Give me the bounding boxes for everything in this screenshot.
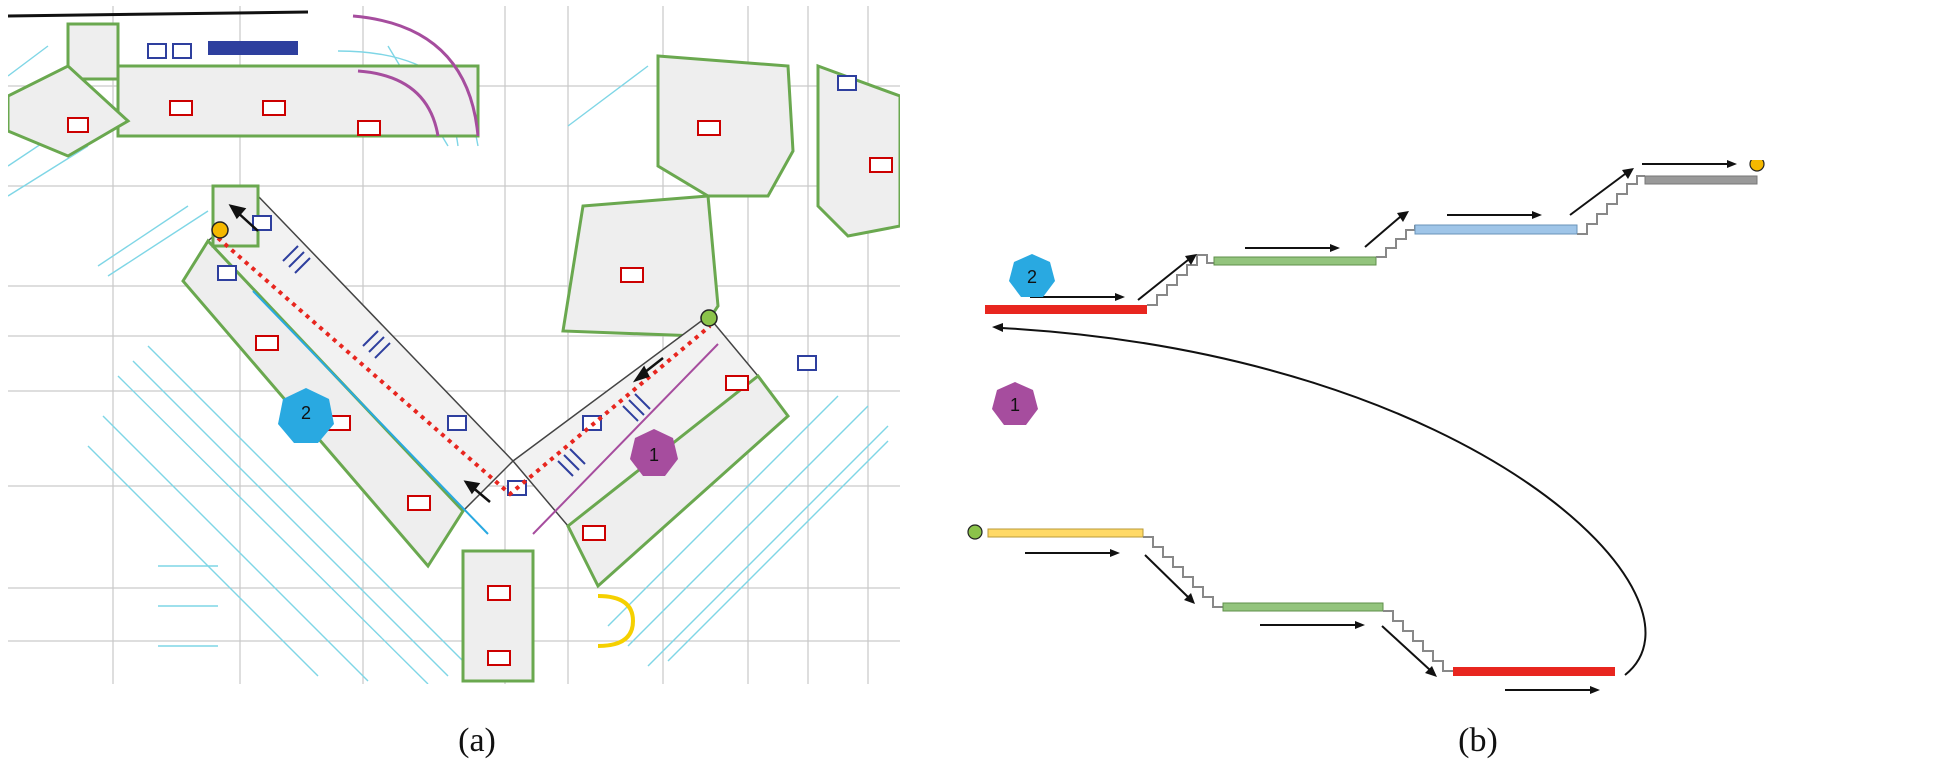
room-tags-blue xyxy=(147,43,857,496)
arrowhead xyxy=(1115,293,1125,301)
end-point-dot xyxy=(211,221,229,239)
stair-down-1 xyxy=(1143,536,1223,608)
route1-floor-red xyxy=(1453,667,1615,676)
arrowhead xyxy=(1185,254,1197,265)
arrowhead xyxy=(1425,666,1437,677)
arrowhead xyxy=(1727,160,1737,168)
stairs-hatching xyxy=(282,245,651,477)
marker-2-hexagon: 2 xyxy=(278,388,334,443)
route-arrows xyxy=(228,204,664,503)
marker-1-label: 1 xyxy=(649,445,659,465)
marker-1-heptagon: 1 xyxy=(992,382,1038,425)
arrow xyxy=(1144,554,1189,598)
marker-1-heptagon: 1 xyxy=(630,429,678,476)
route2-floor-green xyxy=(1213,256,1377,266)
arrow xyxy=(1364,216,1401,248)
arrowhead xyxy=(1110,549,1120,557)
arrowhead xyxy=(1590,686,1600,694)
stair-up-3 xyxy=(1577,175,1645,235)
caption-a: (a) xyxy=(458,722,496,759)
arrowhead xyxy=(1330,244,1340,252)
marker-1-label: 1 xyxy=(1010,395,1020,415)
route2-floor-red xyxy=(985,305,1147,314)
arrow xyxy=(1137,259,1189,301)
route2-floor-blue xyxy=(1414,224,1578,235)
end-point-dot xyxy=(1749,160,1765,172)
right-rooms xyxy=(561,54,900,338)
marker-2-label: 2 xyxy=(1027,267,1037,287)
marker-2-heptagon: 2 xyxy=(1009,254,1055,297)
arrowhead xyxy=(1184,593,1195,604)
route1-floor-green xyxy=(1222,602,1384,612)
route2-floor-gray xyxy=(1644,175,1758,185)
arrowhead xyxy=(1355,621,1365,629)
start-point-dot xyxy=(967,524,983,540)
floor-plan-panel: 1 2 xyxy=(8,6,900,684)
arrow xyxy=(1381,625,1431,671)
arrowhead xyxy=(1532,211,1542,219)
route-schematic-panel: 2 1 xyxy=(967,160,1765,694)
evacuation-route-dotted xyxy=(216,236,712,497)
arrowhead xyxy=(992,323,1003,332)
marker-2-label: 2 xyxy=(301,403,311,423)
route-line-blue xyxy=(252,290,489,535)
stair-up-2 xyxy=(1376,225,1416,258)
room-tags-red xyxy=(67,100,893,666)
stair-up-1 xyxy=(1147,254,1214,306)
stair-down-2 xyxy=(1383,610,1453,672)
right-wing xyxy=(461,314,791,683)
caption-b: (b) xyxy=(1458,722,1498,759)
arrowhead xyxy=(1397,211,1409,222)
transfer-curve xyxy=(1001,327,1647,676)
arrowhead xyxy=(1622,168,1634,179)
arrow xyxy=(1569,173,1626,216)
route1-floor-yellow xyxy=(987,528,1144,538)
start-point-dot xyxy=(700,309,718,327)
route-line-purple xyxy=(532,343,719,535)
